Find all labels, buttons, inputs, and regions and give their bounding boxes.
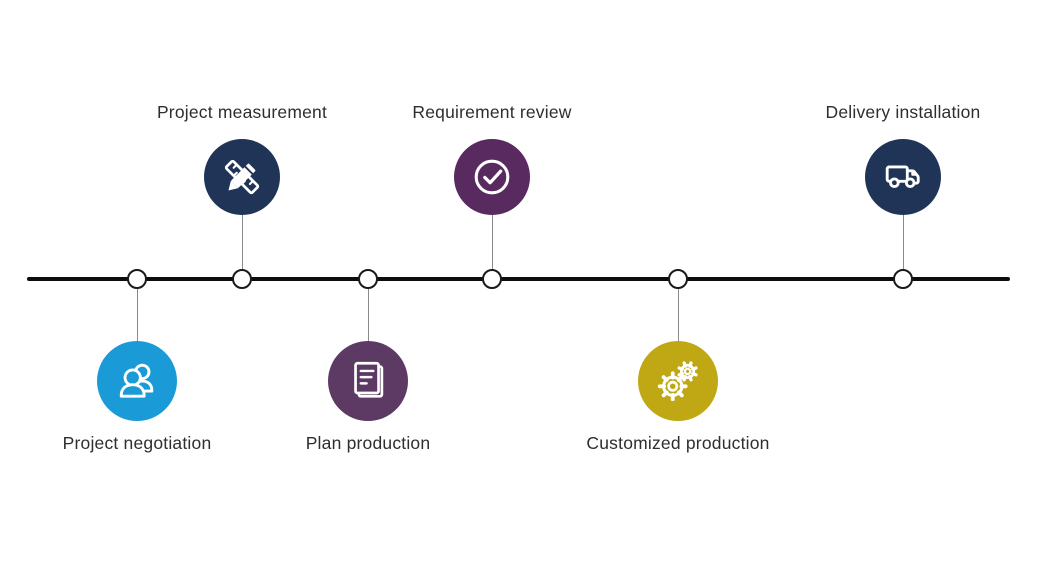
milestone-icon-circle xyxy=(865,139,941,215)
timeline-node-dot xyxy=(668,269,688,289)
document-icon xyxy=(354,361,384,398)
timeline-node-dot xyxy=(127,269,147,289)
gears-icon xyxy=(657,361,698,402)
connector-line xyxy=(902,214,904,269)
connector-line xyxy=(677,289,679,343)
timeline-node-dot xyxy=(232,269,252,289)
milestone-label: Project negotiation xyxy=(62,433,212,453)
milestone-icon-circle xyxy=(204,139,280,215)
timeline-line xyxy=(27,277,1010,281)
connector-line xyxy=(367,289,369,343)
milestone-icon-circle xyxy=(97,341,177,421)
milestone-label: Requirement review xyxy=(412,102,572,122)
timeline-node-dot xyxy=(482,269,502,289)
truck-icon xyxy=(885,165,920,189)
ruler-pencil-icon xyxy=(224,159,260,195)
timeline-node-dot xyxy=(893,269,913,289)
milestone-icon-circle xyxy=(638,341,718,421)
connector-line xyxy=(136,289,138,343)
milestone-label: Project measurement xyxy=(156,102,328,122)
connector-line xyxy=(241,214,243,269)
milestone-label: Plan production xyxy=(305,433,431,453)
timeline-node-dot xyxy=(358,269,378,289)
connector-line xyxy=(491,214,493,269)
milestone-icon-circle xyxy=(328,341,408,421)
users-icon xyxy=(119,363,154,398)
check-circle-icon xyxy=(474,159,510,195)
milestone-label: Delivery installation xyxy=(825,102,981,122)
milestone-label: Customized production xyxy=(586,433,770,453)
milestone-icon-circle xyxy=(454,139,530,215)
